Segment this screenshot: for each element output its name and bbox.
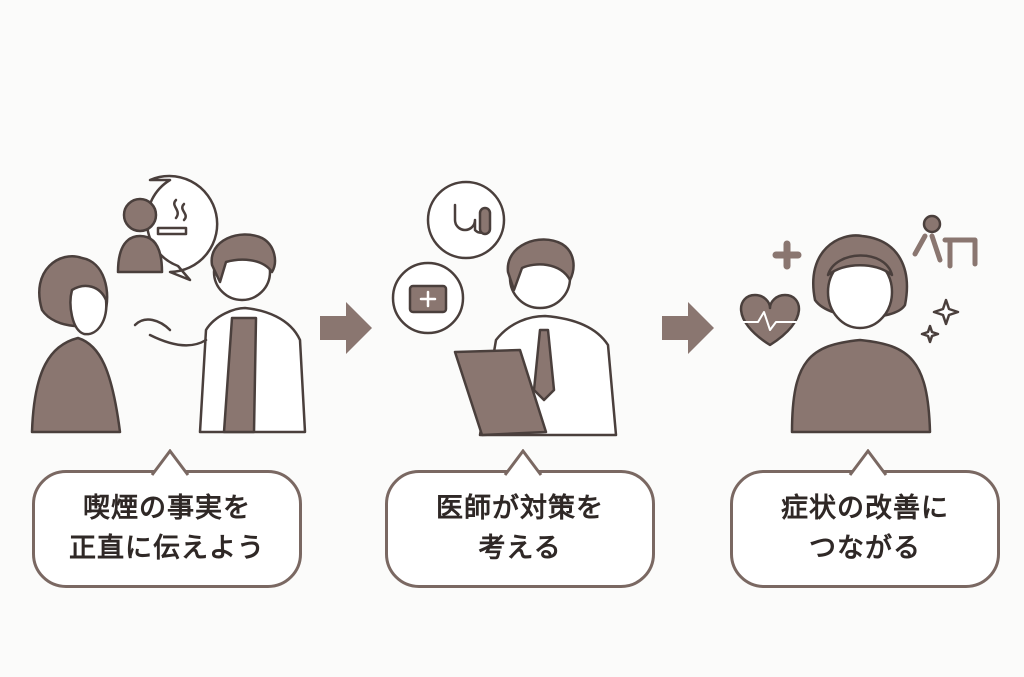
step-1-caption: 喫煙の事実を 正直に伝えよう	[32, 449, 302, 588]
caption-line: つながる	[809, 533, 921, 564]
clipboard-icon	[453, 348, 548, 437]
plus-icon	[772, 240, 802, 270]
smoking-thought-bubble	[116, 174, 219, 282]
active-person-icon	[912, 214, 978, 269]
medical-kit-thought-bubble	[391, 261, 465, 335]
caption-line: 喫煙の事実を	[83, 493, 251, 524]
doctor-2-figure	[453, 238, 618, 437]
caption-line: 正直に伝えよう	[69, 533, 265, 564]
woman-happy-figure	[790, 234, 932, 434]
step-2-caption: 医師が対策を 考える	[385, 449, 655, 588]
sparkle-icon	[920, 298, 960, 344]
patient-woman-figure	[30, 255, 122, 434]
cigarette-icon	[156, 226, 188, 236]
step-3-caption: 症状の改善に つながる	[730, 449, 1000, 588]
arrow-2-icon	[662, 302, 714, 354]
heart-icon	[739, 293, 801, 347]
caption-line: 考える	[478, 533, 562, 564]
stethoscope-thought-bubble	[426, 180, 506, 260]
caption-line: 医師が対策を	[436, 493, 604, 524]
doctor-1-figure	[133, 233, 307, 434]
arrow-1-icon	[320, 302, 372, 354]
caption-line: 症状の改善に	[781, 493, 949, 524]
